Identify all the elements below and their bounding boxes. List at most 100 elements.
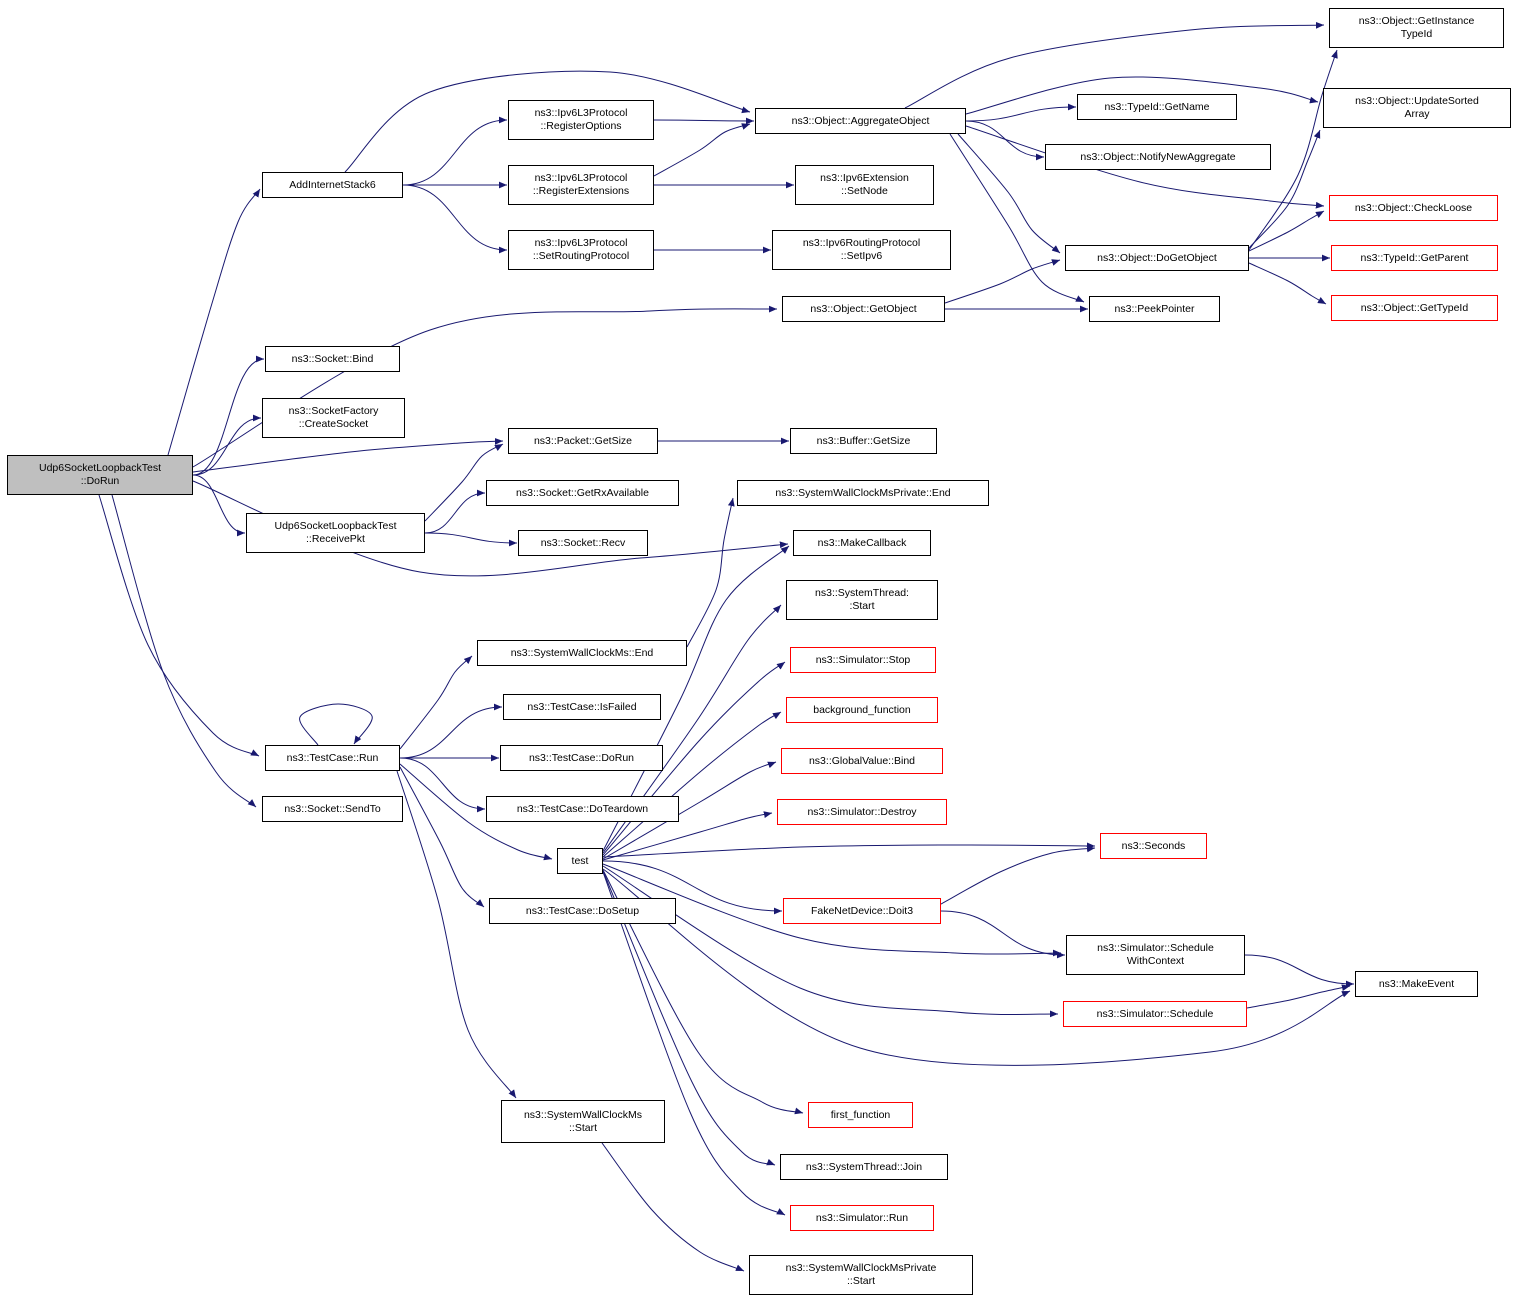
edge-dorun-to-tcrun — [98, 494, 260, 757]
graph-node-regopt[interactable]: ns3::Ipv6L3Protocol ::RegisterOptions — [508, 100, 654, 140]
edge-tcrun-to-wcmsstart — [396, 770, 517, 1099]
edge-dorun-to-pktgetsize — [192, 437, 504, 473]
edge-doit3-to-seconds — [940, 845, 1096, 905]
edge-dogetobj-to-gettypeid — [1248, 262, 1327, 305]
edge-test-to-schedctx — [602, 863, 1062, 957]
graph-node-notifyagg[interactable]: ns3::Object::NotifyNewAggregate — [1045, 144, 1271, 170]
graph-node-getobj[interactable]: ns3::Object::GetObject — [782, 296, 945, 322]
edge-recvpkt-to-recv — [424, 532, 518, 547]
graph-node-tcdorun[interactable]: ns3::TestCase::DoRun — [500, 745, 663, 771]
graph-node-wcmspend[interactable]: ns3::SystemWallClockMsPrivate::End — [737, 480, 989, 506]
edge-dogetobj-to-checkloose — [1248, 210, 1325, 252]
edge-aggobj-to-dogetobj — [957, 133, 1061, 254]
graph-node-bufgetsize[interactable]: ns3::Buffer::GetSize — [790, 428, 937, 454]
edge-schedctx-to-makeevent — [1244, 954, 1355, 988]
edge-addstack-to-setroute — [402, 184, 508, 254]
graph-node-addstack[interactable]: AddInternetStack6 — [262, 172, 403, 198]
graph-node-rxavail[interactable]: ns3::Socket::GetRxAvailable — [486, 480, 679, 506]
edge-test-to-gvbind — [602, 761, 777, 860]
edge-tcrun-to-tcsetup — [399, 766, 485, 908]
edge-test-to-sched — [602, 865, 1059, 1018]
graph-node-checkloose[interactable]: ns3::Object::CheckLoose — [1329, 195, 1498, 221]
graph-node-setroute[interactable]: ns3::Ipv6L3Protocol ::SetRoutingProtocol — [508, 230, 654, 270]
graph-node-gettypeid[interactable]: ns3::Object::GetTypeId — [1331, 295, 1498, 321]
edge-aggobj-to-getinsttid — [904, 21, 1325, 109]
edge-test-to-simrun — [602, 871, 786, 1216]
edge-test-to-doit3 — [602, 860, 783, 915]
edge-test-to-thrjoin — [602, 870, 776, 1166]
edge-tcrun-to-tcrun — [299, 703, 373, 746]
edge-regopt-to-aggobj — [653, 117, 755, 125]
graph-node-updsorted[interactable]: ns3::Object::UpdateSorted Array — [1323, 88, 1511, 128]
graph-node-sendto[interactable]: ns3::Socket::SendTo — [262, 796, 403, 822]
edge-aggobj-to-checkloose — [965, 125, 1325, 209]
graph-node-wcmsend[interactable]: ns3::SystemWallClockMs::End — [477, 640, 687, 666]
edge-tcrun-to-tcteardown — [399, 757, 486, 813]
edge-doit3-to-schedctx — [940, 910, 1066, 959]
graph-node-makeevent[interactable]: ns3::MakeEvent — [1355, 971, 1478, 997]
graph-node-isfailed[interactable]: ns3::TestCase::IsFailed — [503, 694, 661, 720]
edge-tcrun-to-isfailed — [399, 703, 503, 759]
graph-node-wcmspstart[interactable]: ns3::SystemWallClockMsPrivate ::Start — [749, 1255, 973, 1295]
graph-node-getparent[interactable]: ns3::TypeId::GetParent — [1331, 245, 1498, 271]
graph-node-thrstart[interactable]: ns3::SystemThread: :Start — [786, 580, 938, 620]
graph-node-recvpkt[interactable]: Udp6SocketLoopbackTest ::ReceivePkt — [246, 513, 425, 553]
edge-regext-to-aggobj — [653, 123, 751, 177]
graph-node-firstfunc[interactable]: first_function — [808, 1102, 913, 1128]
edge-recvpkt-to-rxavail — [424, 489, 486, 534]
graph-node-createsock[interactable]: ns3::SocketFactory ::CreateSocket — [262, 398, 405, 438]
graph-node-tcrun[interactable]: ns3::TestCase::Run — [265, 745, 400, 771]
graph-node-tcteardown[interactable]: ns3::TestCase::DoTeardown — [486, 796, 679, 822]
graph-node-gvbind[interactable]: ns3::GlobalValue::Bind — [781, 748, 943, 774]
graph-node-setipv6[interactable]: ns3::Ipv6RoutingProtocol ::SetIpv6 — [772, 230, 951, 270]
graph-node-makecb[interactable]: ns3::MakeCallback — [793, 530, 931, 556]
edge-dorun-to-sendto — [111, 494, 257, 808]
edge-test-to-simdestroy — [602, 811, 773, 861]
graph-node-pktgetsize[interactable]: ns3::Packet::GetSize — [508, 428, 658, 454]
graph-node-regext[interactable]: ns3::Ipv6L3Protocol ::RegisterExtensions — [508, 165, 654, 205]
graph-node-recv[interactable]: ns3::Socket::Recv — [518, 530, 648, 556]
edge-dorun-to-bind — [192, 355, 265, 476]
edge-recvpkt-to-pktgetsize — [424, 443, 504, 522]
edge-tcrun-to-test — [399, 763, 553, 861]
graph-node-simrun[interactable]: ns3::Simulator::Run — [790, 1205, 934, 1231]
graph-node-thrjoin[interactable]: ns3::SystemThread::Join — [780, 1154, 948, 1180]
edge-aggobj-to-updsorted — [965, 76, 1319, 115]
edge-test-to-firstfunc — [602, 869, 804, 1115]
graph-node-dogetobj[interactable]: ns3::Object::DoGetObject — [1065, 245, 1249, 271]
edge-sched-to-makeevent — [1246, 984, 1351, 1009]
edge-dogetobj-to-updsorted — [1248, 129, 1321, 249]
edge-test-to-bgfunc — [602, 711, 782, 858]
edge-dorun-to-recvpkt — [192, 474, 246, 537]
graph-node-bgfunc[interactable]: background_function — [786, 697, 938, 723]
graph-node-getname[interactable]: ns3::TypeId::GetName — [1077, 94, 1237, 120]
edge-aggobj-to-peekptr — [949, 133, 1085, 303]
graph-node-bind[interactable]: ns3::Socket::Bind — [265, 346, 400, 372]
edge-test-to-makeevent — [602, 868, 1351, 1066]
graph-node-test[interactable]: test — [557, 848, 603, 874]
edge-dogetobj-to-getinsttid — [1248, 49, 1338, 251]
edge-dorun-to-addstack — [167, 188, 261, 456]
edge-wcmsstart-to-wcmspstart — [601, 1142, 745, 1272]
graph-node-simstop[interactable]: ns3::Simulator::Stop — [790, 647, 936, 673]
graph-node-sched[interactable]: ns3::Simulator::Schedule — [1063, 1001, 1247, 1027]
graph-node-doit3[interactable]: FakeNetDevice::Doit3 — [783, 898, 941, 924]
graph-node-simdestroy[interactable]: ns3::Simulator::Destroy — [777, 799, 947, 825]
edge-addstack-to-regopt — [402, 116, 508, 186]
graph-node-setnode[interactable]: ns3::Ipv6Extension ::SetNode — [795, 165, 934, 205]
graph-node-wcmsstart[interactable]: ns3::SystemWallClockMs ::Start — [501, 1100, 665, 1143]
graph-node-schedctx[interactable]: ns3::Simulator::Schedule WithContext — [1066, 935, 1245, 975]
graph-node-peekptr[interactable]: ns3::PeekPointer — [1089, 296, 1220, 322]
edge-wcmsend-to-wcmspend — [686, 497, 735, 648]
graph-node-getinsttid[interactable]: ns3::Object::GetInstance TypeId — [1329, 8, 1504, 48]
graph-node-dorun[interactable]: Udp6SocketLoopbackTest ::DoRun — [7, 455, 193, 495]
edge-tcrun-to-wcmsend — [399, 655, 473, 750]
edge-addstack-to-aggobj — [344, 70, 751, 173]
graph-node-seconds[interactable]: ns3::Seconds — [1100, 833, 1207, 859]
graph-node-aggobj[interactable]: ns3::Object::AggregateObject — [755, 108, 966, 134]
edge-aggobj-to-getname — [965, 103, 1077, 122]
edge-getobj-to-dogetobj — [944, 259, 1061, 304]
graph-node-tcsetup[interactable]: ns3::TestCase::DoSetup — [489, 898, 676, 924]
